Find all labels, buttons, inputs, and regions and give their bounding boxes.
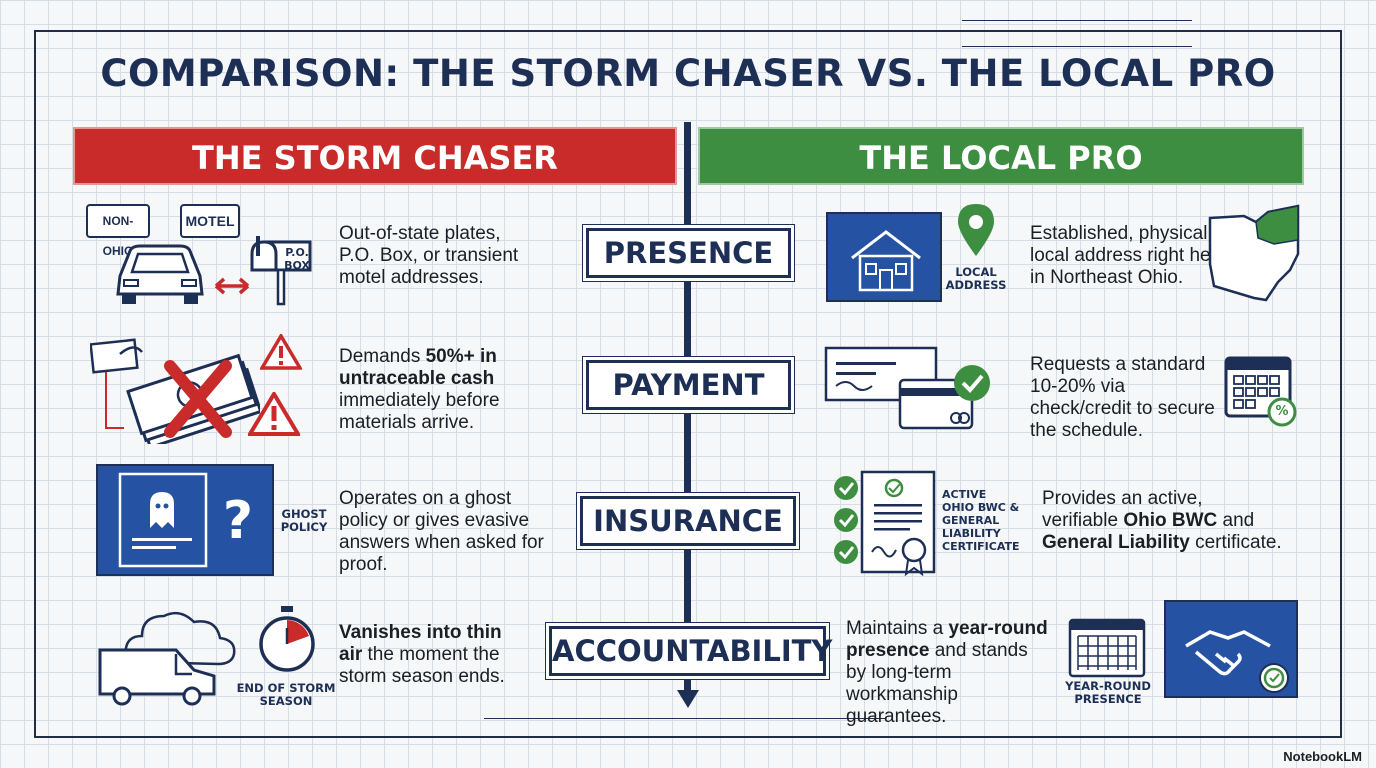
ohio-map-icon <box>1208 204 1300 302</box>
dimension-line <box>962 20 1192 21</box>
chaser-insurance-text: Operates on a ghost policy or gives evas… <box>339 488 544 575</box>
calendar-icon <box>1068 618 1146 678</box>
motel-sign: MOTEL <box>180 204 240 238</box>
chaser-presence-text: Out-of-state plates, P.O. Box, or transi… <box>339 223 519 288</box>
svg-text:?: ? <box>223 491 253 551</box>
non-ohio-plate: NON-OHIO <box>86 204 150 258</box>
local-pro-banner: THE LOCAL PRO <box>698 127 1304 185</box>
calendar-percent-badge: % <box>1275 404 1289 419</box>
certificate-caption: ACTIVE OHIO BWC & GENERAL LIABILITY CERT… <box>942 488 1020 553</box>
pro-presence-text: Established, physical local address righ… <box>1030 223 1228 288</box>
check-and-card-icon <box>824 346 990 430</box>
end-of-season-caption: END OF STORM SEASON <box>236 681 336 708</box>
ghost-policy-document: ? <box>96 464 274 576</box>
dimension-line <box>962 46 1192 47</box>
page-title: COMPARISON: THE STORM CHASER VS. THE LOC… <box>100 52 1276 95</box>
house-icon <box>851 230 921 292</box>
storm-chaser-banner: THE STORM CHASER <box>73 127 677 185</box>
dimension-line <box>484 718 886 719</box>
year-round-caption: YEAR-ROUND PRESENCE <box>1065 679 1151 706</box>
notebooklm-brand: NotebookLM <box>1283 749 1362 764</box>
pro-payment-text: Requests a standard 10-20% via check/cre… <box>1030 354 1215 441</box>
category-presence: PRESENCE <box>586 228 791 278</box>
category-payment: PAYMENT <box>586 360 791 410</box>
pro-accountability-text: Maintains a year-round presence and stan… <box>846 618 1048 727</box>
double-arrow-icon <box>214 277 250 295</box>
pro-insurance-text: Provides an active, verifiable Ohio BWC … <box>1042 488 1282 553</box>
handshake-icon <box>1185 630 1289 693</box>
local-address-caption: LOCAL ADDRESS <box>945 265 1007 292</box>
po-box-label: P.O. BOX <box>284 246 310 272</box>
chaser-accountability-text: Vanishes into thin air the moment the st… <box>339 622 505 687</box>
map-pin-icon <box>958 204 994 256</box>
down-arrow-icon <box>677 690 699 708</box>
cloud-icon <box>124 611 236 666</box>
chaser-payment-text: Demands 50%+ in untraceable cash immedia… <box>339 346 500 433</box>
category-accountability: ACCOUNTABILITY <box>549 626 832 676</box>
cash-stack-icon <box>90 338 260 444</box>
blueprint-frame <box>34 30 1342 738</box>
house-blueprint <box>826 212 942 302</box>
stopwatch-icon <box>259 606 315 672</box>
van-icon <box>98 648 216 706</box>
category-insurance: INSURANCE <box>580 496 796 546</box>
calendar-icon <box>1224 356 1297 427</box>
car-icon <box>116 244 204 304</box>
warning-icon <box>260 334 302 370</box>
ghost-policy-caption: GHOST POLICY <box>280 507 328 534</box>
certificate-icon <box>834 470 936 577</box>
warning-icon <box>248 392 300 436</box>
handshake-blueprint <box>1164 600 1298 698</box>
mailbox-icon <box>250 236 312 306</box>
ghost-icon: ? <box>118 472 253 568</box>
